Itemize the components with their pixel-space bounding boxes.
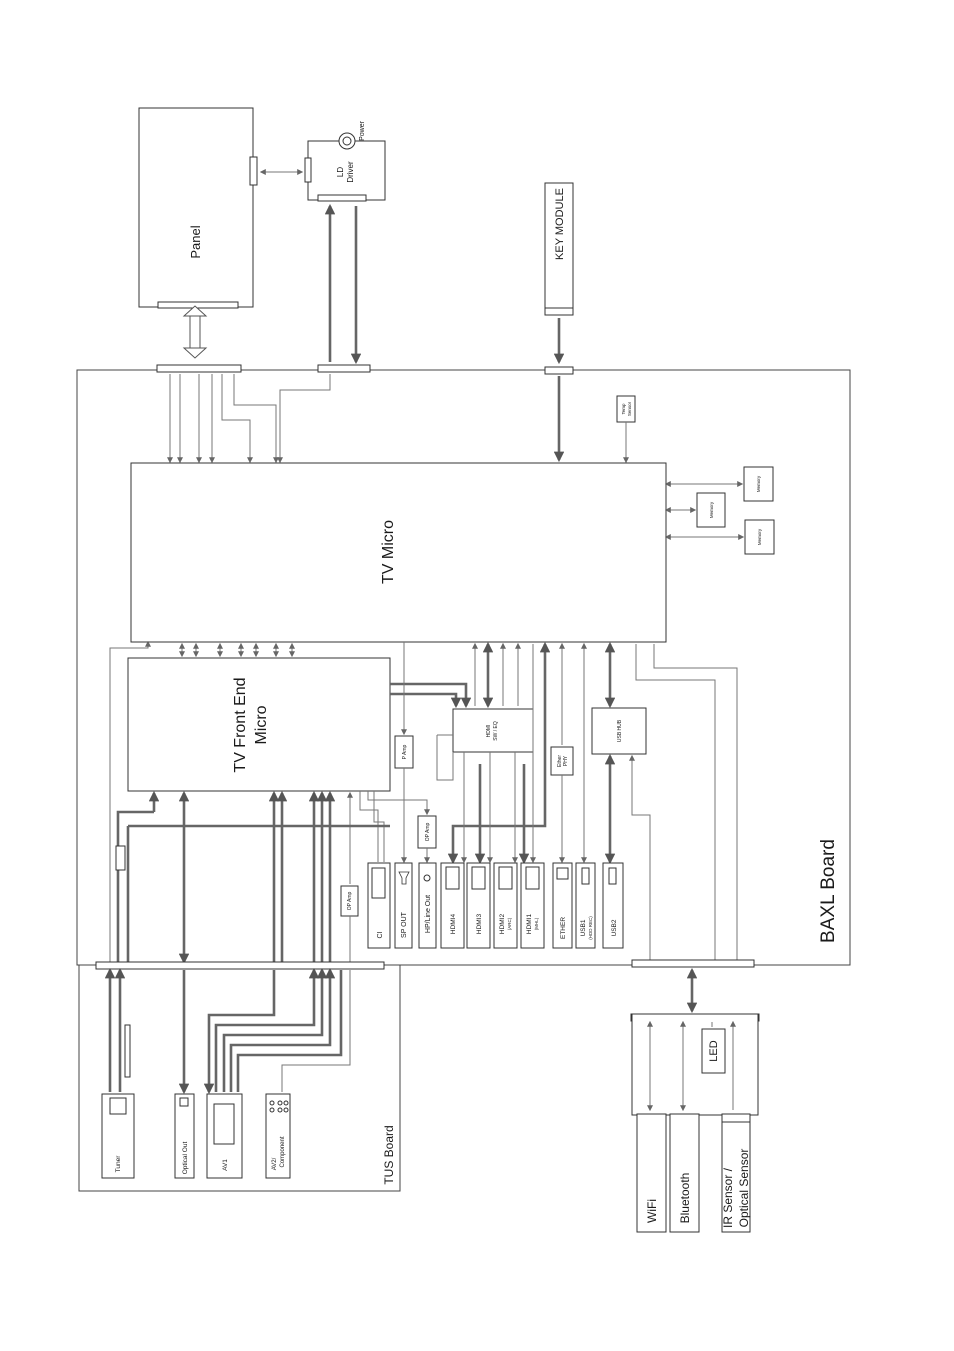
ir-sensor-label-2: Optical Sensor <box>737 1149 751 1228</box>
usb1-port-label: USB1 <box>580 919 587 936</box>
p-amp-label: P Amp <box>402 744 408 759</box>
av2-label-2: Component <box>280 1136 286 1167</box>
memory-1-label: Memory <box>756 475 761 492</box>
ld-driver-block <box>307 140 386 201</box>
led-block <box>701 1028 726 1074</box>
hdmi1-port-label: HDMI1 <box>526 914 533 935</box>
memory-2-label: Memory <box>709 501 714 518</box>
memory-2-block <box>696 492 726 528</box>
temp-sensor-label-2: Sensor <box>627 401 632 416</box>
panel-side-connector <box>249 156 258 186</box>
hdmi-sw-label-1: HDMI <box>486 725 492 738</box>
power-label: Power <box>359 120 366 141</box>
hdmi1-port-sublabel: (MHL) <box>534 917 539 930</box>
scart-connector-icon <box>213 1103 235 1145</box>
tus-connector <box>95 961 385 970</box>
baxl-ld-connector <box>317 364 371 373</box>
hp-line-out-port-label: HP/Line Out <box>425 895 432 933</box>
hdmi4-port-label: HDMI4 <box>450 914 457 935</box>
av1-label: AV1 <box>222 1159 229 1171</box>
tv-micro-label: TV Micro <box>380 520 397 584</box>
tuner-label: Tuner <box>115 1155 122 1173</box>
ld-driver-side-connector <box>304 157 312 183</box>
baxl-board-outline <box>76 369 851 966</box>
bluetooth-module <box>669 1113 700 1233</box>
panel-block <box>138 107 254 308</box>
ether-phy-label-2: PHY <box>563 755 569 766</box>
av2-component-port-box <box>265 1093 291 1179</box>
usb1-port-box <box>575 862 596 949</box>
wifi-module <box>636 1113 667 1233</box>
ci-port-label: CI <box>377 931 384 938</box>
ld-driver-bottom-connector <box>317 194 367 202</box>
op-amp-1-label: OP Amp <box>425 823 431 842</box>
tus-board-label: TUS Board <box>382 1125 396 1184</box>
key-module-label: KEY MODULE <box>554 188 566 260</box>
tv-micro-block <box>130 462 667 643</box>
hdmi3-port-label: HDMI3 <box>476 914 483 935</box>
baxl-panel-connector <box>156 364 242 373</box>
ir-sensor-label-1: IR Sensor / <box>721 1167 735 1228</box>
speaker-icon <box>398 871 410 885</box>
hdmi2-port-label: HDMI2 <box>499 914 506 935</box>
headphone-jack-icon <box>423 874 431 882</box>
optical-out-label: Optical Out <box>182 1142 189 1175</box>
memory-3-label: Memory <box>757 528 762 545</box>
av2-label-1: AV2/ <box>272 1157 278 1170</box>
panel-lvds-arrow <box>189 311 201 353</box>
usb-hub-label: USB HUB <box>617 719 623 742</box>
ether-port-label: ETHER <box>560 917 567 939</box>
ld-driver-label-2: Driver <box>346 161 355 183</box>
hp-line-out-port-box <box>418 862 437 949</box>
memory-3-block <box>744 519 775 555</box>
usb-port-icon <box>608 867 617 885</box>
ether-phy-label-1: Ether <box>557 755 563 767</box>
usb2-port-label: USB2 <box>611 919 618 936</box>
hdmi2-port-sublabel: (ARC) <box>507 917 512 930</box>
module-board <box>631 1013 759 1116</box>
op-amp-2-label: OP Amp <box>347 892 353 911</box>
usb2-port-box <box>602 862 624 949</box>
wifi-label: WiFi <box>645 1199 659 1223</box>
tv-front-end-label-1: TV Front End <box>232 677 249 772</box>
panel-bottom-connector <box>157 301 239 309</box>
sp-out-port-label: SP OUT <box>401 911 408 938</box>
bluetooth-label: Bluetooth <box>678 1173 692 1224</box>
temp-sensor-label-1: Temp <box>621 403 626 415</box>
temp-sensor-block <box>616 395 636 423</box>
usb1-port-sublabel: (HDD REC) <box>588 916 593 940</box>
memory-1-block <box>743 466 774 502</box>
ld-driver-label-1: LD <box>336 167 345 177</box>
ether-port-box <box>552 862 573 949</box>
usb-hub-block <box>591 707 647 755</box>
baxl-key-connector <box>544 366 574 375</box>
ethernet-jack-icon <box>556 867 569 880</box>
key-module-connector <box>544 307 574 316</box>
panel-label: Panel <box>188 225 203 258</box>
sp-out-port-box <box>394 862 413 949</box>
tv-front-end-label-2: Micro <box>253 705 270 744</box>
led-label: LED <box>708 1040 720 1061</box>
usb-port-icon <box>581 867 590 885</box>
key-module-block <box>544 182 574 311</box>
optical-port-icon <box>179 1097 189 1107</box>
hdmi-sw-label-2: SW / EQ <box>493 721 499 741</box>
baxl-board-label: BAXL Board <box>818 839 839 943</box>
tv-front-end-micro-block <box>127 657 391 792</box>
baxl-right-connector <box>631 959 755 968</box>
